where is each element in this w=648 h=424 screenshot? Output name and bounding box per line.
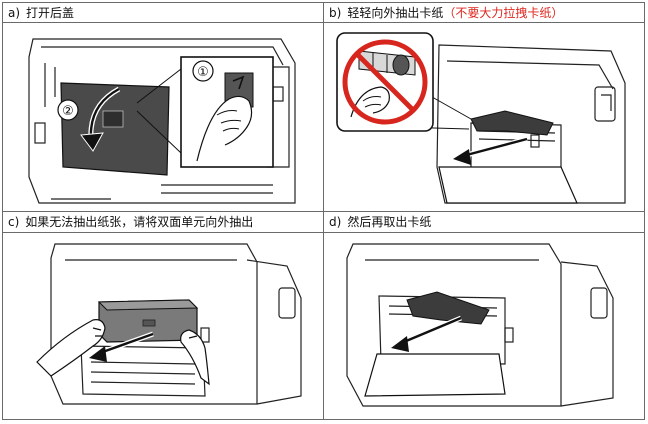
- step-c-illustration: [36, 243, 302, 405]
- step-a-illustration: ② ①: [28, 38, 296, 204]
- step-b-letter: b): [329, 6, 342, 20]
- grid-divider-row2-caption: [3, 232, 644, 233]
- grid-divider-middle: [3, 211, 644, 212]
- instruction-grid: a) 打开后盖 b) 轻轻向外抽出卡纸（不要大力拉拽卡纸） c) 如果无法抽出纸张，请…: [2, 2, 645, 420]
- callout-two: ②: [57, 99, 79, 121]
- step-d-illustration: [346, 243, 614, 407]
- callout-two-label: ②: [62, 104, 74, 119]
- open-tray: [438, 166, 578, 204]
- pull-arrow: [89, 331, 154, 362]
- step-d-text: 然后再取出卡纸: [347, 215, 432, 229]
- step-c-letter: c): [8, 215, 20, 229]
- step-b-illustration: [336, 32, 626, 204]
- step-a-caption: a) 打开后盖: [8, 3, 74, 23]
- step-c-text: 如果无法抽出纸张，请将双面单元向外抽出: [25, 215, 254, 229]
- step-b-caption: b) 轻轻向外抽出卡纸（不要大力拉拽卡纸）: [329, 3, 563, 23]
- open-arrow: [80, 86, 121, 152]
- prohibition-icon: [342, 39, 428, 125]
- zoom-inset: ①: [180, 56, 274, 168]
- step-c-caption: c) 如果无法抽出纸张，请将双面单元向外抽出: [8, 212, 253, 232]
- jammed-paper: [470, 110, 554, 136]
- grid-divider-row1-caption: [3, 22, 644, 23]
- pull-arrow: [453, 136, 528, 165]
- pull-arrow: [391, 315, 462, 352]
- step-d-caption: d) 然后再取出卡纸: [329, 212, 431, 232]
- step-b-text: 轻轻向外抽出卡纸: [347, 6, 444, 20]
- rear-cover: [60, 82, 170, 176]
- hands: [36, 319, 210, 386]
- step-b-warning: （不要大力拉拽卡纸）: [443, 6, 564, 20]
- duplex-unit: [97, 299, 199, 343]
- step-a-text: 打开后盖: [26, 6, 75, 20]
- step-a-letter: a): [8, 6, 21, 20]
- prohibited-inset: [336, 32, 434, 132]
- callout-one-label: ①: [197, 65, 209, 80]
- jammed-paper: [406, 291, 490, 325]
- step-d-letter: d): [329, 215, 342, 229]
- open-tray: [364, 353, 506, 397]
